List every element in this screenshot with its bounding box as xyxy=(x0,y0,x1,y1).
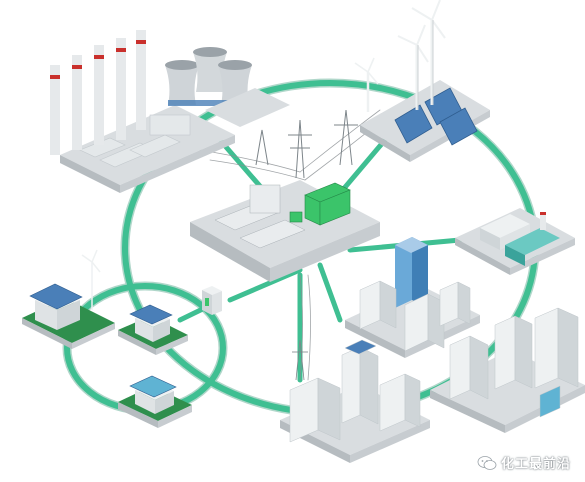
central-substation xyxy=(190,109,380,282)
transformer-boxes xyxy=(289,182,351,226)
factory-buildings xyxy=(79,114,191,168)
mid-buildings xyxy=(359,280,471,352)
turbine-outlines xyxy=(417,20,434,110)
renewables-farm xyxy=(354,0,490,162)
solar-house-middle xyxy=(118,304,188,355)
transmission-tower xyxy=(255,109,358,179)
battery-storage-cabinet xyxy=(202,286,222,315)
city-blocks xyxy=(280,339,430,463)
city-substation xyxy=(292,339,308,381)
watermark: 化工最前沿 xyxy=(477,453,571,472)
glass-tower xyxy=(395,237,428,308)
wind-turbines xyxy=(354,0,446,112)
downtown-district xyxy=(345,237,480,358)
solar-house-bottom xyxy=(118,375,192,428)
city-buildings xyxy=(289,339,421,443)
cooling-towers xyxy=(165,47,252,106)
solar-panels xyxy=(394,87,478,146)
smokestacks xyxy=(50,30,146,155)
factory-halls xyxy=(480,212,560,266)
power-plant xyxy=(50,30,290,193)
office-district xyxy=(430,307,585,433)
watermark-text: 化工最前沿 xyxy=(500,457,571,472)
substation-equipment xyxy=(214,184,306,249)
wechat-icon xyxy=(477,455,497,470)
office-towers xyxy=(449,307,579,418)
solar-house-with-turbine xyxy=(22,249,115,349)
industrial-plant xyxy=(455,208,575,275)
